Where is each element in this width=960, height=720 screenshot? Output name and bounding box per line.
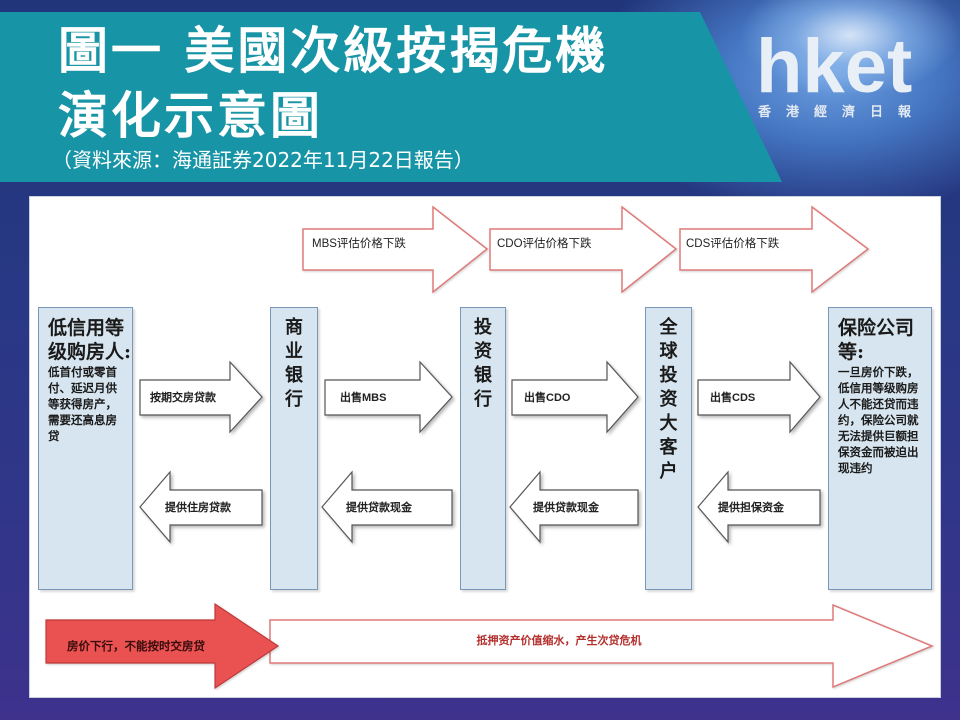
arrow-provide-mortgage bbox=[139, 470, 263, 544]
arrow-cds-price-drop bbox=[679, 205, 870, 294]
column-title-investment-bank: 投资银行 bbox=[473, 317, 492, 410]
column-title-insurers: 保险公司等: bbox=[838, 317, 915, 363]
label-housing-price-decline: 房价下行，不能按时交房贷 bbox=[67, 639, 205, 653]
label-subprime-crisis-outcome: 抵押资产价值缩水，产生次贷危机 bbox=[477, 633, 642, 647]
label-provide-mortgage: 提供住房贷款 bbox=[165, 500, 232, 514]
label-repay-mortgage: 按期交房贷款 bbox=[150, 390, 217, 404]
arrow-provide-loan-cash-2 bbox=[509, 470, 639, 544]
arrow-repay-mortgage bbox=[139, 360, 263, 434]
column-global-investors: 全球投资大客户 bbox=[645, 307, 692, 590]
arrow-sell-mbs bbox=[324, 360, 453, 434]
label-provide-loan-cash-1: 提供贷款现金 bbox=[346, 500, 413, 514]
label-provide-guarantee-funds: 提供担保资金 bbox=[718, 500, 785, 514]
flow-arrows: MBS评估价格下跌 CDO评估价格下跌 CDS评估价格下跌 按期交房贷款 出售M… bbox=[45, 205, 934, 690]
source-note: （資料來源：海通証券2022年11月22日報告） bbox=[52, 148, 474, 172]
column-low-credit-buyers: 低信用等级购房人: 低首付或零首付、延迟月供等获得房产，需要还高息房贷 bbox=[38, 307, 133, 590]
arrow-mbs-price-drop bbox=[302, 205, 489, 294]
arrow-cdo-price-drop bbox=[489, 205, 678, 294]
column-title-low-credit-buyers: 低信用等级购房人: bbox=[48, 317, 132, 363]
column-commercial-bank: 商业银行 bbox=[270, 307, 318, 590]
logo-wordmark: hket bbox=[756, 24, 913, 109]
subprime-crisis-diagram: 低信用等级购房人: 低首付或零首付、延迟月供等获得房产，需要还高息房贷 商业银行… bbox=[30, 197, 940, 697]
arrow-provide-guarantee-funds bbox=[697, 470, 821, 544]
header-banner bbox=[0, 12, 782, 182]
arrow-subprime-crisis-outcome bbox=[269, 603, 934, 689]
arrow-sell-cds bbox=[697, 360, 821, 434]
label-sell-cdo: 出售CDO bbox=[524, 390, 571, 404]
label-sell-cds: 出售CDS bbox=[710, 390, 755, 404]
column-insurers: 保险公司等: 一旦房价下跌，低信用等级购房人不能还贷而违约，保险公司就无法提供巨… bbox=[828, 307, 932, 590]
label-cdo-price-drop: CDO评估价格下跌 bbox=[497, 236, 592, 250]
column-investment-bank: 投资银行 bbox=[460, 307, 506, 590]
column-title-commercial-bank: 商业银行 bbox=[284, 317, 303, 410]
title-line-1: 圖一 美國次級按揭危機 bbox=[58, 22, 609, 80]
column-title-global-investors: 全球投资大客户 bbox=[659, 317, 678, 482]
arrow-sell-cdo bbox=[511, 360, 639, 434]
column-description-low-credit-buyers: 低首付或零首付、延迟月供等获得房产，需要还高息房贷 bbox=[48, 365, 117, 443]
column-description-insurers: 一旦房价下跌，低信用等级购房人不能还贷而违约，保险公司就无法提供巨额担保资金而被… bbox=[838, 365, 919, 475]
title-line-2: 演化示意圖 bbox=[58, 87, 323, 145]
logo-subtitle: 香港經濟日報 bbox=[758, 105, 927, 120]
arrow-housing-price-decline bbox=[45, 602, 280, 690]
arrow-provide-loan-cash-1 bbox=[321, 470, 453, 544]
label-cds-price-drop: CDS评估价格下跌 bbox=[686, 236, 780, 250]
label-sell-mbs: 出售MBS bbox=[340, 390, 386, 404]
label-mbs-price-drop: MBS评估价格下跌 bbox=[312, 236, 406, 250]
label-provide-loan-cash-2: 提供贷款现金 bbox=[533, 500, 600, 514]
